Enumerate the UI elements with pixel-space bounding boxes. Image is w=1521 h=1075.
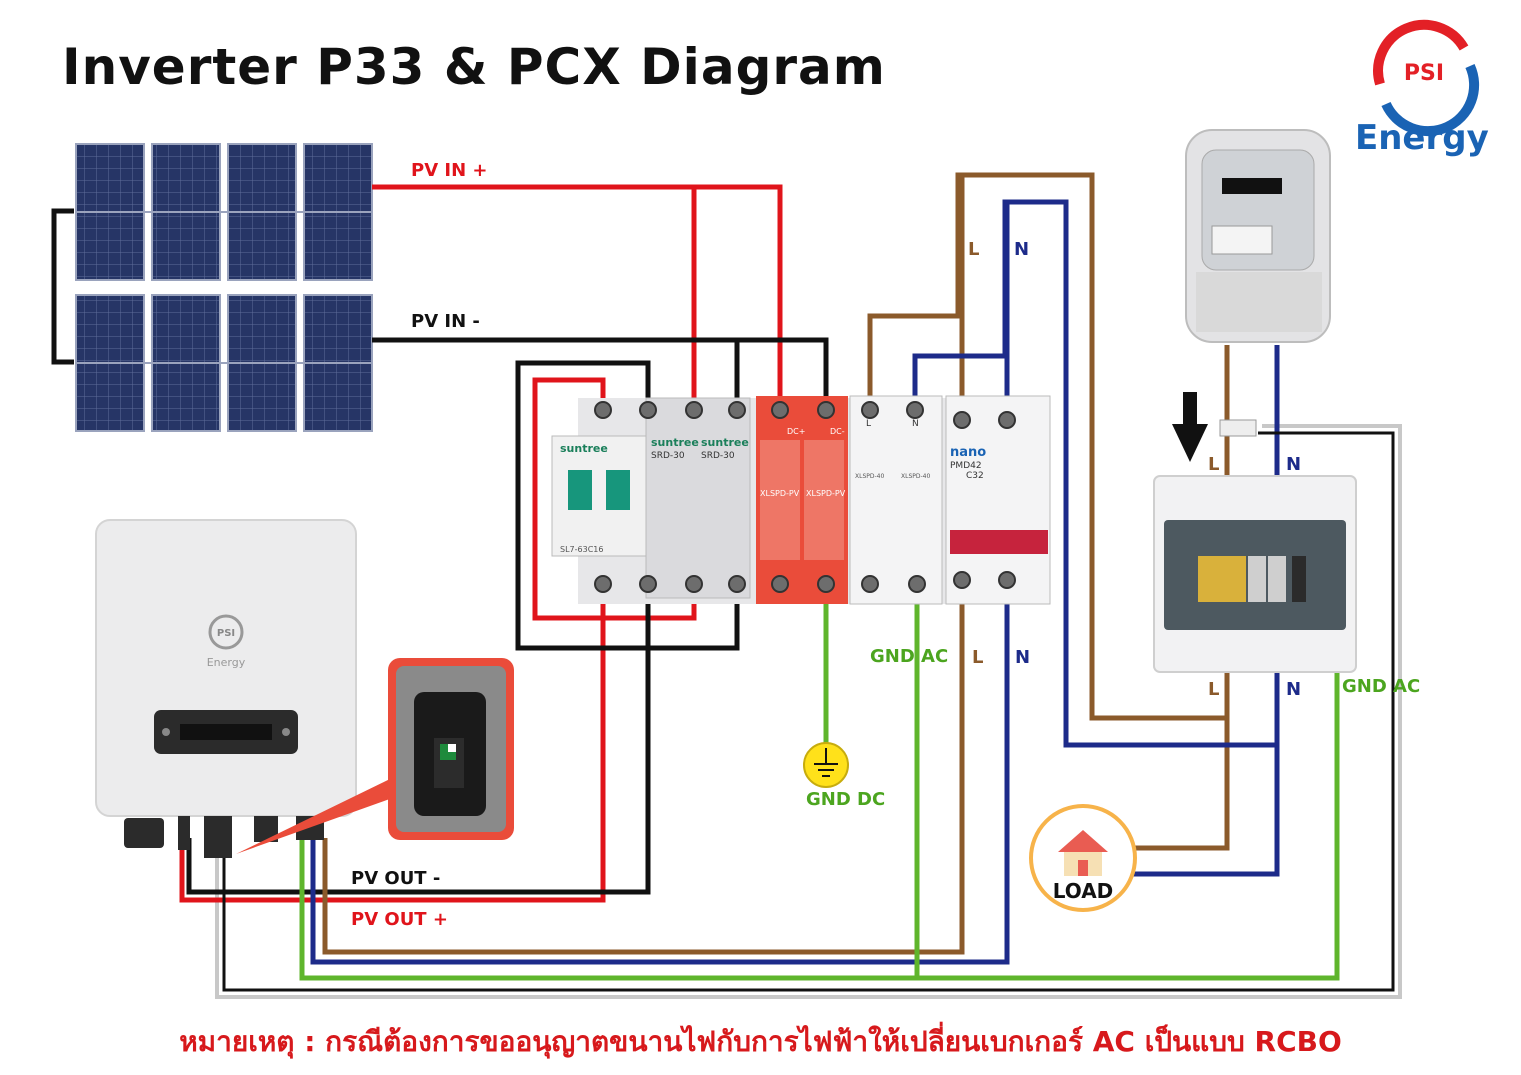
n-meter-label: N	[1286, 454, 1301, 475]
ground-clamp	[1219, 419, 1257, 437]
spd-dc-minus-label: DC-	[830, 427, 845, 436]
n-mid-label: N	[1015, 647, 1030, 668]
gnd-ac-wire-left	[299, 590, 920, 981]
terminals	[594, 401, 1016, 593]
pv-out-minus-label: PV OUT -	[351, 868, 440, 889]
inverter-logo-text: Energy	[207, 656, 246, 669]
l-meter-wire	[867, 172, 1230, 721]
gnd-ac-right-label: GND AC	[1342, 676, 1420, 697]
n-board-label: N	[1286, 679, 1301, 700]
solar-panel-row-bottom	[75, 294, 373, 432]
ac-breaker-rating: C32	[966, 471, 984, 481]
panel-string-link	[51, 208, 74, 365]
switch2-model: SRD-30	[701, 451, 735, 461]
spd-dc-plus-label: DC+	[787, 427, 805, 436]
l-board-label: L	[1208, 679, 1219, 700]
logo-name: Energy	[1355, 118, 1489, 158]
pv-in-minus-label: PV IN -	[411, 311, 480, 332]
pv-out-plus-wire	[179, 590, 606, 903]
switch1-model: SRD-30	[651, 451, 685, 461]
switch1-brand: suntree	[651, 436, 699, 449]
logo-red-arc-icon	[1373, 19, 1469, 86]
dc-isolator	[645, 397, 751, 599]
ac-breaker	[945, 395, 1051, 605]
pv-in-plus-label: PV IN +	[411, 160, 488, 181]
logo-blue-arc-icon	[1381, 63, 1480, 137]
load-icon: LOAD	[1029, 804, 1137, 912]
dc-breaker-toggle-1	[568, 470, 592, 510]
dc-breaker-loop-minus	[515, 360, 740, 651]
l-inverter-wire	[322, 590, 965, 955]
dc-breaker-toggle-2	[606, 470, 630, 510]
gnd-ac-left-label: GND AC	[870, 646, 948, 667]
wires	[179, 172, 1402, 999]
ac-breaker-toggle	[950, 530, 1048, 554]
n-load-wire	[1132, 745, 1280, 877]
n-meter-wire	[912, 199, 1280, 748]
spd-ac2-model: XLSPD-40	[901, 473, 930, 480]
pv-out-plus-label: PV OUT +	[351, 909, 448, 930]
note-text: หมายเหตุ : กรณีต้องการขออนุญาตขนานไฟกับก…	[179, 1025, 1342, 1058]
spd-ac2-term: N	[912, 419, 919, 429]
gnd-dc-label: GND DC	[806, 789, 885, 810]
dc-breaker-loop-plus	[532, 377, 697, 621]
ac-breaker-brand: nano	[950, 445, 986, 460]
l-load-wire	[1132, 718, 1230, 851]
n-inverter-wire	[310, 590, 1010, 965]
gnd-ac-wire-right	[917, 670, 1340, 981]
kwh-meter	[1185, 129, 1331, 343]
switch2-brand: suntree	[701, 436, 749, 449]
solar-panel-row-top	[75, 143, 373, 281]
ac-breaker-model: PMD42	[950, 461, 982, 471]
pv-in-plus-wire	[372, 184, 783, 402]
wire-labels: PV IN + PV IN - PV OUT - PV OUT + L N L …	[351, 160, 1420, 930]
solar-array	[51, 143, 373, 432]
spd-dc2-model: XLSPD-PV	[806, 489, 846, 498]
dc-breaker-model: SL7-63C16	[560, 545, 603, 554]
pv-in-minus-wire	[372, 337, 829, 402]
inverter-connectors	[124, 816, 324, 858]
logo-mark: PSI	[1404, 61, 1444, 86]
psi-logo: PSI	[1373, 19, 1480, 137]
dc-breaker-brand: suntree	[560, 442, 608, 455]
load-label: LOAD	[1053, 879, 1114, 903]
pv-out-minus-wire	[186, 590, 651, 895]
breaker-strip: suntree SL7-63C16 suntree SRD-30 suntree…	[551, 395, 1051, 605]
spd-ac1-term: L	[866, 419, 871, 429]
n-top-label: N	[1014, 239, 1029, 260]
page-title: Inverter P33 & PCX Diagram	[62, 38, 886, 96]
dc-breaker	[551, 435, 647, 557]
meter-digits	[1222, 178, 1282, 194]
inverter-logo-mark: PSI	[217, 628, 235, 639]
ground-icon	[803, 742, 849, 788]
gray-ground-wire	[215, 424, 1402, 999]
connector-zoom-callout	[236, 658, 514, 854]
ac-spd	[849, 395, 943, 605]
spd-dc1-model: XLSPD-PV	[760, 489, 800, 498]
l-mid-label: L	[972, 647, 983, 668]
consumer-unit	[1153, 475, 1357, 673]
l-top-label: L	[968, 239, 979, 260]
inverter-logo-icon	[208, 614, 244, 650]
black-ground-wire	[222, 431, 1395, 992]
down-arrow-icon	[1172, 392, 1208, 462]
inverter: PSI Energy	[95, 519, 357, 858]
l-meter-label: L	[1208, 454, 1219, 475]
spd-ac1-model: XLSPD-40	[855, 473, 884, 480]
